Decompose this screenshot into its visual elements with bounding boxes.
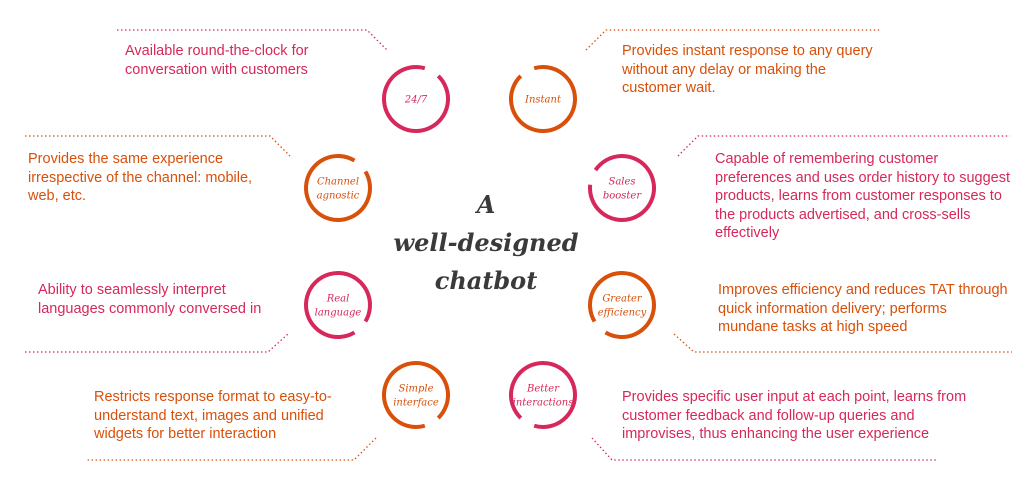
leader-line-simple-interface xyxy=(87,437,377,461)
leader-line-instant xyxy=(585,29,880,51)
leader-line-greater-efficiency xyxy=(673,333,1012,353)
circle-label-24-7: 24/7 xyxy=(404,95,428,106)
leader-line-sales-booster xyxy=(677,135,1010,157)
leader-line-24-7 xyxy=(117,29,388,51)
desc-sales-booster: Capable of remembering customer preferen… xyxy=(715,151,1010,241)
ring-channel-agnostic xyxy=(304,154,372,222)
desc-simple-interface: Restricts response format to easy-to-und… xyxy=(94,389,332,442)
leader-line-channel-agnostic xyxy=(25,135,291,157)
desc-channel-agnostic: Provides the same experience irrespectiv… xyxy=(28,151,253,204)
desc-instant: Provides instant response to any query w… xyxy=(622,43,873,96)
circle-label-better-interactions-2: interactions xyxy=(513,398,574,409)
circle-label-channel-agnostic-1: Channel xyxy=(317,177,359,188)
circle-label-real-language-1: Real xyxy=(326,294,350,305)
title-line-3: chatbot xyxy=(434,266,538,295)
ring-simple-interface xyxy=(382,361,450,429)
ring-better-interactions xyxy=(509,361,577,429)
desc-better-interactions: Provides specific user input at each poi… xyxy=(622,389,967,442)
circle-label-instant: Instant xyxy=(524,95,562,106)
circle-label-greater-efficiency-2: efficiency xyxy=(598,308,647,319)
circle-label-real-language-2: language xyxy=(315,308,362,319)
ring-greater-efficiency xyxy=(588,271,656,339)
circle-label-better-interactions-1: Better xyxy=(526,384,560,395)
circle-label-sales-booster-1: Sales xyxy=(608,177,635,188)
title-line-2: well-designed xyxy=(393,228,579,257)
circle-label-greater-efficiency-1: Greater xyxy=(602,294,643,305)
circle-label-sales-booster-2: booster xyxy=(603,191,643,202)
ring-24-7 xyxy=(382,65,450,133)
title-line-1: A xyxy=(476,190,496,219)
desc-real-language: Ability to seamlessly interpret language… xyxy=(38,282,262,317)
circle-label-simple-interface-1: Simple xyxy=(398,384,433,395)
ring-instant xyxy=(509,65,577,133)
desc-greater-efficiency: Improves efficiency and reduces TAT thro… xyxy=(718,282,1008,335)
ring-real-language xyxy=(304,271,372,339)
desc-24-7: Available round-the-clock for conversati… xyxy=(125,43,309,78)
circle-label-channel-agnostic-2: agnostic xyxy=(317,191,360,202)
ring-sales-booster xyxy=(588,154,656,222)
circle-label-simple-interface-2: interface xyxy=(393,398,439,409)
leader-line-real-language xyxy=(25,333,289,353)
